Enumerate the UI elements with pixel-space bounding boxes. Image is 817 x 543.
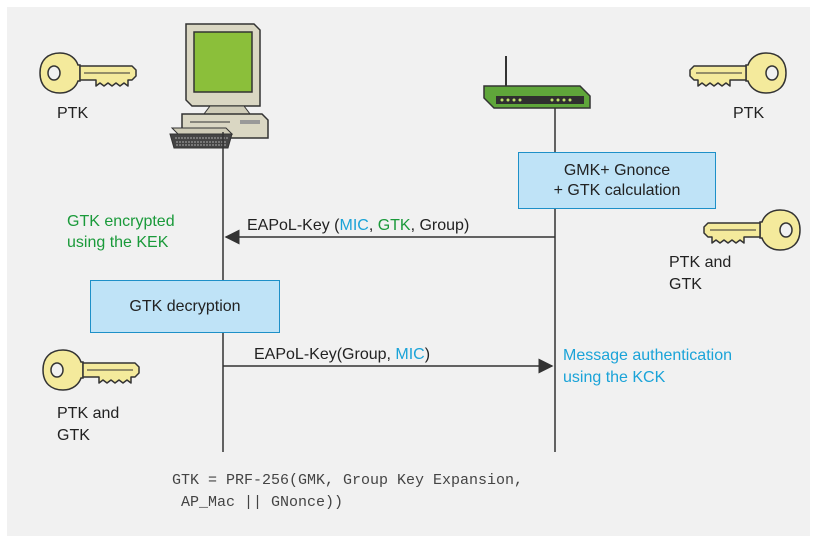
msg1-mic: MIC: [339, 217, 369, 234]
gtk-decryption-box: GTK decryption: [90, 280, 280, 333]
msg1-prefix: EAPoL-Key (: [247, 217, 340, 234]
gmk-box-line1: GMK+ Gnonce: [563, 161, 671, 179]
router-icon: [483, 56, 591, 109]
gtk-encrypted-label-line1: GTK encrypted: [67, 213, 175, 230]
msg1-suffix: , Group): [410, 217, 470, 234]
gmk-calculation-box: GMK+ Gnonce + GTK calculation: [518, 152, 716, 209]
msg2-mic: MIC: [395, 346, 425, 363]
computer-icon: [169, 23, 269, 149]
gtk-formula-line1: GTK = PRF-256(GMK, Group Key Expansion,: [172, 472, 524, 489]
gmk-box-line2: + GTK calculation: [553, 181, 681, 199]
ptk-and-label-right: PTK and: [669, 254, 732, 271]
eapol-message-2-label: EAPoL-Key(Group, MIC): [254, 345, 430, 365]
ptk-and-label-left: PTK and: [57, 405, 120, 422]
msg2-suffix: ): [424, 346, 431, 363]
key-icon: [703, 209, 801, 251]
msg1-gtk: GTK: [377, 217, 411, 234]
gtk-label-left: GTK: [57, 427, 90, 444]
key-icon: [42, 349, 140, 391]
ptk-label-top-right: PTK: [733, 105, 765, 122]
gtk-encrypted-label-line2: using the KEK: [67, 234, 169, 251]
msg2-prefix: EAPoL-Key(Group,: [254, 346, 396, 363]
gtk-formula-line2: AP_Mac || GNonce)): [172, 494, 344, 511]
key-icon: [689, 52, 787, 94]
gtk-label-right: GTK: [669, 276, 702, 293]
gtk-decryption-label: GTK decryption: [129, 297, 241, 315]
ptk-label-top-left: PTK: [57, 105, 89, 122]
msg1-sep: ,: [368, 217, 378, 234]
diagram-canvas: [7, 7, 810, 536]
message-auth-label-line1: Message authentication: [563, 347, 732, 364]
message-auth-label-line2: using the KCK: [563, 369, 666, 386]
key-icon: [39, 52, 137, 94]
eapol-message-1-label: EAPoL-Key (MIC, GTK, Group): [247, 216, 469, 236]
